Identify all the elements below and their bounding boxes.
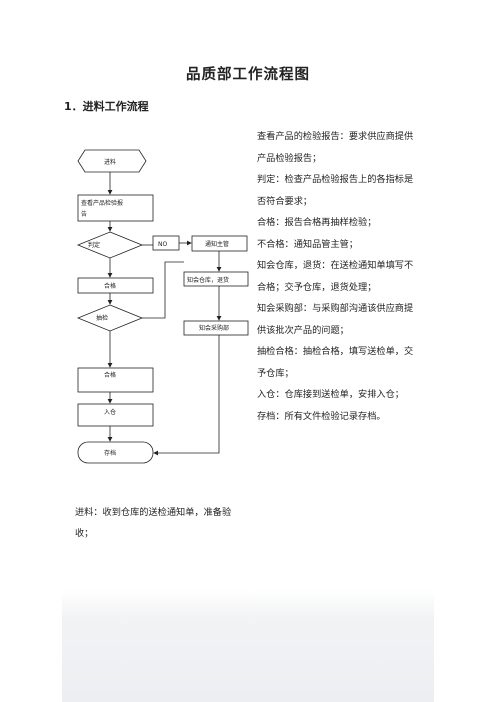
incoming-hexagon [77, 149, 147, 173]
desc-line: 查看产品的检验报告：要求供应商提供 [257, 131, 414, 142]
no-label: NO [158, 241, 167, 248]
desc-line: 判定：检查产品检验报告上的各指标是 [257, 174, 414, 185]
review-report-label-2: 告 [81, 210, 87, 218]
notify-warehouse-box [183, 271, 249, 287]
notify-purchasing-box [183, 320, 249, 336]
pass-label-1: 合格 [104, 282, 116, 290]
archive-terminal [77, 441, 154, 464]
desc-line: 进料：收到仓库的送检通知单，准备验 [75, 507, 232, 518]
pass-label-2: 合格 [104, 371, 116, 379]
judge-label: 判定 [88, 241, 100, 249]
sampling-label: 抽检 [96, 314, 108, 322]
desc-line: 合格：报告合格再抽样检验； [257, 217, 377, 228]
desc-line: 产品检验报告； [257, 152, 322, 164]
notify-supervisor-label: 通知主管 [205, 240, 229, 248]
pass-box-1 [77, 277, 154, 294]
incoming-label: 进料 [104, 158, 116, 166]
footer-shade [62, 590, 434, 702]
notify-purchasing-label: 知会采购部 [199, 324, 229, 332]
desc-line: 知会仓库，退货：在送检通知单填写不 [257, 260, 414, 271]
sampling-diamond [76, 304, 144, 332]
page-title: 品质部工作流程图 [186, 67, 310, 83]
desc-line: 存档：所有文件检验记录存档。 [257, 410, 386, 422]
notify-supervisor-box [191, 235, 248, 252]
review-report-label-1: 查看产品检验报 [81, 199, 123, 207]
review-report-box [77, 194, 154, 222]
desc-line: 收； [75, 528, 94, 539]
desc-line: 抽检合格：抽检合格，填写送检单，交 [257, 346, 414, 357]
process-description: 查看产品的检验报告：要求供应商提供 产品检验报告； 判定：检查产品检验报告上的各… [257, 126, 432, 427]
desc-line: 知会采购部：与采购部沟通该供应商提 [257, 303, 414, 314]
desc-line: 否符合要求； [257, 195, 313, 207]
archive-label: 存档 [104, 449, 116, 457]
desc-line: 合格；交予仓库，退货处理； [257, 281, 377, 293]
desc-line: 予仓库； [257, 367, 294, 379]
desc-line: 入仓：仓库接到送检单，安排入仓； [257, 389, 404, 400]
section-heading: 1．进料工作流程 [64, 100, 149, 113]
notify-warehouse-label: 知会仓库，退货 [187, 276, 229, 284]
incoming-description: 进料：收到仓库的送检通知单，准备验 收； [75, 502, 255, 544]
warehouse-in-label: 入仓 [104, 408, 116, 416]
desc-line: 供该批次产品的问题； [257, 324, 349, 336]
warehouse-in-box [77, 403, 154, 427]
pass-box-2 [77, 367, 154, 393]
desc-line: 不合格：通知品管主管； [257, 238, 359, 250]
